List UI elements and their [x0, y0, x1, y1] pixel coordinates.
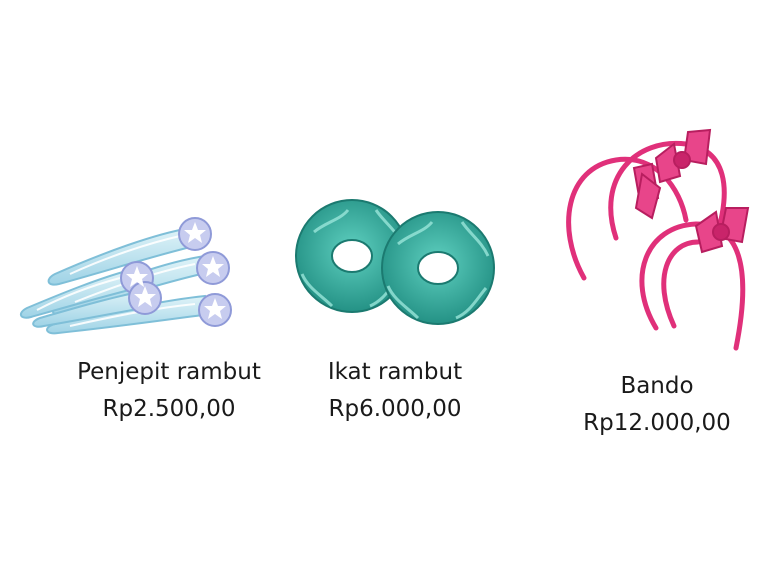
hair-clip-icon: [19, 217, 232, 335]
product-name: Penjepit rambut: [77, 359, 261, 385]
product-name: Ikat rambut: [327, 359, 463, 385]
product-caption: Ikat rambut Rp6.000,00: [290, 354, 500, 428]
product-caption: Bando Rp12.000,00: [562, 368, 752, 442]
product-price: Rp12.000,00: [583, 410, 731, 436]
product-caption: Penjepit rambut Rp2.500,00: [54, 354, 284, 428]
product-price: Rp6.000,00: [328, 396, 462, 422]
product-name: Bando: [620, 373, 694, 399]
scrunchie-icon: [295, 199, 495, 325]
headband-icon: [566, 128, 750, 351]
product-price: Rp2.500,00: [102, 396, 236, 422]
